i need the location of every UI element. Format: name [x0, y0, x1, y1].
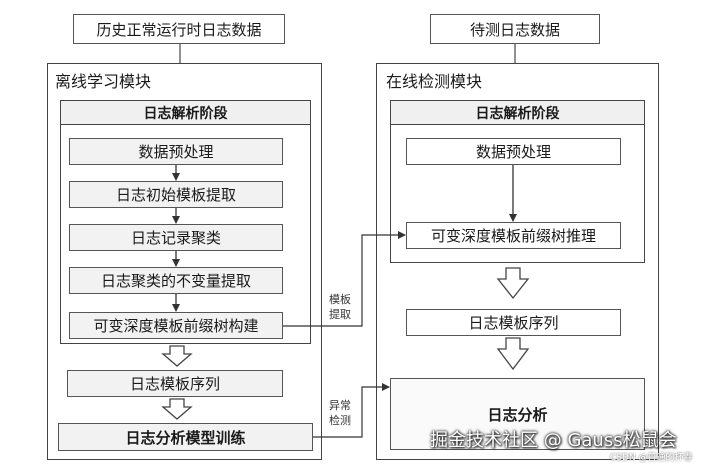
online-block-arrow-1 — [496, 267, 530, 300]
anomaly-detect-label: 异常 检测 — [329, 399, 351, 427]
offline-step-preprocess: 数据预处理 — [69, 138, 283, 165]
offline-step-label: 可变深度模板前缀树构建 — [93, 317, 259, 335]
online-block-arrow-2 — [496, 337, 530, 371]
template-extract-connector — [283, 231, 406, 327]
offline-template-sequence-box: 日志模板序列 — [67, 370, 283, 397]
offline-step-label: 日志记录聚类 — [130, 229, 221, 247]
offline-parse-stage-header: 日志解析阶段 — [61, 101, 310, 125]
online-log-analysis-label: 日志分析 — [487, 405, 548, 424]
online-template-sequence-box: 日志模板序列 — [406, 309, 621, 336]
online-step-label: 数据预处理 — [475, 143, 551, 161]
offline-step-clustering: 日志记录聚类 — [69, 224, 283, 251]
offline-step-label: 日志聚类的不变量提取 — [100, 272, 251, 290]
watermark-text: 掘金技术社区 @ Gauss松鼠会 — [430, 430, 677, 451]
offline-model-training-box: 日志分析模型训练 — [58, 423, 313, 451]
historical-log-data-label: 历史正常运行时日志数据 — [96, 20, 262, 39]
offline-parse-stage-label: 日志解析阶段 — [143, 105, 228, 122]
online-step-preprocess: 数据预处理 — [406, 138, 621, 165]
online-template-sequence-label: 日志模板序列 — [468, 314, 559, 332]
anomaly-detect-connector — [313, 383, 390, 438]
historical-log-data-box: 历史正常运行时日志数据 — [73, 14, 285, 44]
offline-module-title: 离线学习模块 — [55, 72, 152, 91]
offline-step-label: 日志初始模板提取 — [115, 186, 236, 204]
offline-block-arrow-1 — [161, 345, 193, 367]
pending-log-data-label: 待测日志数据 — [469, 20, 560, 39]
watermark-subtext: CSDN @普通的杯春 — [610, 453, 693, 463]
offline-template-sequence-label: 日志模板序列 — [129, 375, 220, 393]
online-parse-stage-header: 日志解析阶段 — [391, 101, 644, 125]
offline-step-initial-template: 日志初始模板提取 — [69, 181, 283, 208]
online-log-analysis-box: 日志分析 — [390, 378, 645, 450]
offline-step-build-tree: 可变深度模板前缀树构建 — [69, 312, 283, 339]
offline-step-label: 数据预处理 — [138, 143, 214, 161]
pending-log-data-box: 待测日志数据 — [430, 14, 600, 44]
online-parse-stage-label: 日志解析阶段 — [475, 105, 560, 122]
offline-step-invariant: 日志聚类的不变量提取 — [69, 267, 283, 294]
online-step-tree-inference: 可变深度模板前缀树推理 — [406, 222, 621, 249]
template-extract-label: 模板 提取 — [329, 293, 351, 321]
offline-model-training-label: 日志分析模型训练 — [125, 428, 246, 447]
offline-block-arrow-2 — [161, 398, 193, 420]
online-module-title: 在线检测模块 — [386, 72, 483, 91]
online-step-label: 可变深度模板前缀树推理 — [430, 227, 596, 245]
